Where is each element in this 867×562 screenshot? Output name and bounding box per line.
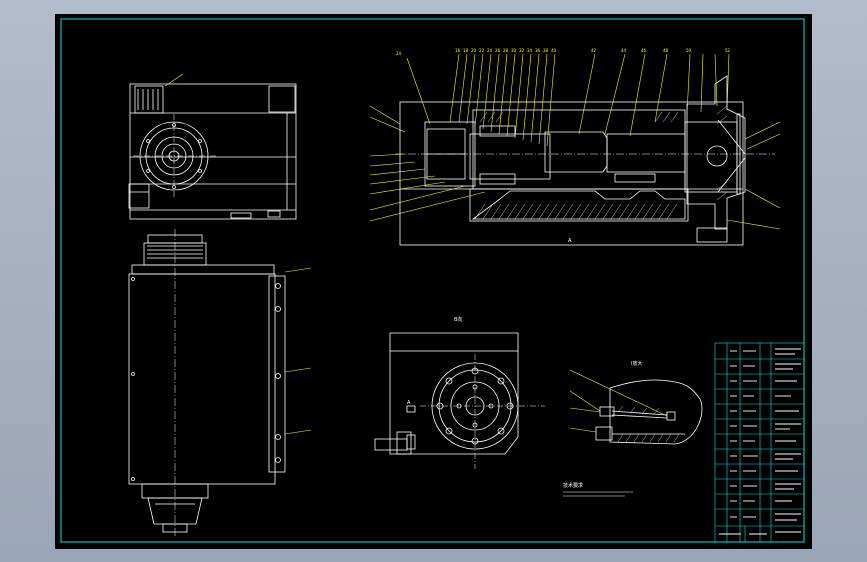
balloon-label: 24 <box>487 48 493 53</box>
balloon-label: 34 <box>527 48 533 53</box>
drawing-frame <box>60 18 805 543</box>
section-hatching <box>474 105 728 220</box>
balloon-label: 42 <box>591 48 597 53</box>
detail-leaders <box>569 369 668 433</box>
balloon-label: 26 <box>495 48 501 53</box>
side-view <box>374 332 519 455</box>
side-view-title: B向 <box>454 316 462 323</box>
title-block-entries <box>719 348 801 535</box>
section-balloons: 24 16 18 20 22 24 26 28 30 32 34 36 38 4… <box>396 48 731 56</box>
balloon-label: 48 <box>663 48 669 53</box>
balloon-label: 24 <box>396 51 402 56</box>
balloon-label: 46 <box>641 48 647 53</box>
balloon-label: 20 <box>471 48 477 53</box>
front-view-centerlines <box>133 114 217 199</box>
balloon-label: 32 <box>519 48 525 53</box>
balloon-label: 52 <box>725 48 731 53</box>
tech-notes-heading: 技术要求 <box>563 482 583 489</box>
section-view <box>399 75 746 246</box>
balloon-label: 18 <box>463 48 469 53</box>
motor-leaders <box>284 267 312 435</box>
balloon-label: 22 <box>479 48 485 53</box>
balloon-label: 50 <box>686 48 692 53</box>
section-leaders <box>369 53 781 230</box>
detail-view <box>595 379 703 445</box>
detail-view-title: I放大 <box>631 360 642 367</box>
balloon-label: 36 <box>535 48 541 53</box>
balloon-label: 16 <box>455 48 461 53</box>
balloon-label: 40 <box>551 48 557 53</box>
drawing-sheet: 24 16 18 20 22 24 26 28 30 32 34 36 38 4… <box>55 14 812 549</box>
balloon-label: 28 <box>503 48 509 53</box>
balloon-label: 44 <box>621 48 627 53</box>
title-block <box>714 342 805 543</box>
balloon-label: 30 <box>511 48 517 53</box>
detail-hatching <box>617 405 680 443</box>
motor-view <box>128 234 286 533</box>
section-arrow-label: A <box>407 400 411 406</box>
cad-drawing: 24 16 18 20 22 24 26 28 30 32 34 36 38 4… <box>60 18 805 543</box>
leader-line <box>164 73 184 87</box>
balloon-label: 38 <box>543 48 549 53</box>
side-view-centerlines <box>420 354 545 469</box>
front-view <box>128 83 297 220</box>
section-label: A <box>568 238 572 244</box>
technical-notes: 技术要求 <box>563 482 633 497</box>
